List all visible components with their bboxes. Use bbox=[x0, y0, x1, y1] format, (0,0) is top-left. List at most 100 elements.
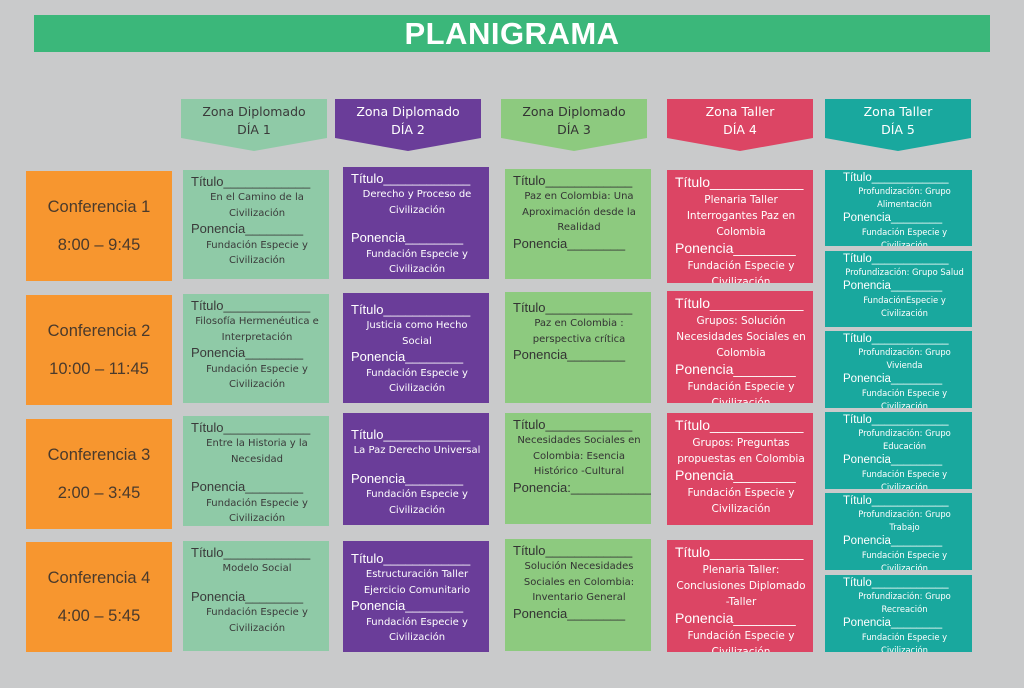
session-speaker: Fundación Especie y Civilización bbox=[206, 239, 308, 267]
ponencia-label: Ponencia bbox=[675, 361, 807, 379]
titulo-label: Título bbox=[191, 420, 323, 436]
session-title: Plenaria Taller Interrogantes Paz en Col… bbox=[686, 193, 796, 239]
session-speaker: Fundación Especie y Civilización bbox=[687, 259, 795, 283]
conference-block-2: Conferencia 2 10:00 – 11:45 bbox=[26, 295, 172, 405]
titulo-label: Título bbox=[513, 543, 645, 559]
session-title: Justicia como Hecho Social bbox=[366, 320, 468, 347]
session-title: Paz en Colombia: Una Aproximación desde … bbox=[522, 191, 636, 234]
session-speaker: Fundación Especie y Civilización bbox=[206, 497, 308, 525]
session-card: Título Entre la Historia y la Necesidad … bbox=[183, 416, 329, 526]
session-title: Entre la Historia y la Necesidad bbox=[206, 438, 308, 465]
titulo-label: Título bbox=[675, 544, 807, 562]
session-card: Título En el Camino de la Civilización P… bbox=[183, 170, 329, 279]
titulo-label: Título bbox=[843, 494, 966, 508]
session-title: Profundización: Grupo Alimentación bbox=[858, 186, 951, 210]
session-title: Derecho y Proceso de Civilización bbox=[362, 189, 472, 216]
titulo-label: Título bbox=[843, 332, 966, 346]
titulo-label: Título bbox=[513, 417, 645, 433]
titulo-label: Título bbox=[351, 551, 483, 567]
session-card: Título Profundización: Grupo Salud Ponen… bbox=[825, 251, 972, 327]
session-speaker: Fundación Especie y Civilización bbox=[861, 549, 948, 570]
conference-time: 8:00 – 9:45 bbox=[57, 236, 141, 254]
titulo-label: Título bbox=[351, 427, 483, 443]
conference-name: Conferencia 2 bbox=[47, 322, 151, 340]
session-card: Título Profundización: Grupo Alimentació… bbox=[825, 170, 972, 246]
session-title: Plenaria Taller: Conclusiones Diplomado … bbox=[676, 563, 806, 609]
ponencia-label: Ponencia bbox=[191, 479, 323, 495]
session-card: Título Paz en Colombia: Una Aproximación… bbox=[505, 169, 651, 279]
ponencia-label: Ponencia bbox=[843, 534, 966, 548]
session-card: Título Solución Necesidades Sociales en … bbox=[505, 539, 651, 651]
conference-block-1: Conferencia 1 8:00 – 9:45 bbox=[26, 171, 172, 281]
session-title: Profundización: Grupo Trabajo bbox=[858, 509, 951, 533]
ponencia-label: Ponencia bbox=[351, 230, 483, 246]
day-label: DÍA 4 bbox=[723, 122, 757, 137]
ponencia-label: Ponencia: bbox=[513, 480, 645, 496]
session-card: Título Estructuración Taller Ejercicio C… bbox=[343, 541, 489, 652]
session-card: Título Plenaria Taller Interrogantes Paz… bbox=[667, 170, 813, 283]
session-card: Título Grupos: Solución Necesidades Soci… bbox=[667, 291, 813, 403]
ponencia-label: Ponencia bbox=[351, 598, 483, 614]
session-speaker: Fundación Especie y Civilización bbox=[366, 616, 468, 644]
ponencia-label: Ponencia bbox=[675, 467, 807, 485]
ponencia-label: Ponencia bbox=[191, 345, 323, 361]
session-card: Título Justicia como Hecho Social Ponenc… bbox=[343, 293, 489, 403]
title-banner: PLANIGRAMA bbox=[34, 15, 990, 52]
titulo-label: Título bbox=[191, 545, 323, 561]
ponencia-label: Ponencia bbox=[843, 453, 966, 467]
session-card: Título Profundización: Grupo Educación P… bbox=[825, 412, 972, 489]
session-card: Título Profundización: Grupo Recreación … bbox=[825, 575, 972, 652]
titulo-label: Título bbox=[675, 174, 807, 192]
ponencia-label: Ponencia bbox=[843, 211, 966, 225]
titulo-label: Título bbox=[843, 171, 966, 185]
conference-time: 2:00 – 3:45 bbox=[57, 484, 141, 502]
ponencia-label: Ponencia bbox=[843, 372, 966, 386]
ponencia-label: Ponencia bbox=[843, 616, 966, 630]
session-speaker: Fundación Especie y Civilización bbox=[687, 629, 795, 652]
conference-name: Conferencia 1 bbox=[47, 198, 151, 216]
titulo-label: Título bbox=[191, 298, 323, 314]
session-card: Título La Paz Derecho Universal Ponencia… bbox=[343, 413, 489, 525]
conference-time: 4:00 – 5:45 bbox=[57, 607, 141, 625]
titulo-label: Título bbox=[351, 171, 483, 187]
session-title: Filosofía Hermenéutica e Interpretación bbox=[195, 316, 319, 343]
session-title: Necesidades Sociales en Colombia: Esenci… bbox=[517, 435, 641, 478]
session-title: Grupos: Preguntas propuestas en Colombia bbox=[677, 436, 805, 465]
ponencia-label: Ponencia bbox=[191, 589, 323, 605]
titulo-label: Título bbox=[513, 173, 645, 189]
ponencia-label: Ponencia bbox=[351, 349, 483, 365]
session-card: Título Paz en Colombia : perspectiva crí… bbox=[505, 292, 651, 403]
ponencia-label: Ponencia bbox=[513, 347, 645, 363]
titulo-label: Título bbox=[843, 413, 966, 427]
session-title: Profundización: Grupo Vivienda bbox=[858, 347, 951, 371]
session-speaker: Fundación Especie y Civilización bbox=[861, 387, 948, 408]
conference-block-4: Conferencia 4 4:00 – 5:45 bbox=[26, 542, 172, 652]
session-speaker: Fundación Especie y Civilización bbox=[861, 226, 948, 246]
session-title: Paz en Colombia : perspectiva crítica bbox=[532, 318, 626, 345]
session-card: Título Filosofía Hermenéutica e Interpre… bbox=[183, 294, 329, 403]
zone-label: Zona Diplomado bbox=[356, 104, 460, 119]
session-speaker: Fundación Especie y Civilización bbox=[687, 486, 795, 515]
day-header-1: Zona Diplomado DÍA 1 bbox=[181, 99, 327, 151]
ponencia-label: Ponencia bbox=[675, 240, 807, 258]
session-title: Profundización: Grupo Recreación bbox=[858, 591, 951, 615]
zone-label: Zona Diplomado bbox=[202, 104, 306, 119]
session-card: Título Profundización: Grupo Trabajo Pon… bbox=[825, 493, 972, 570]
session-speaker: Fundación Especie y Civilización bbox=[687, 380, 795, 403]
session-title: Grupos: Solución Necesidades Sociales en… bbox=[676, 314, 806, 360]
session-speaker: Fundación Especie y Civilización bbox=[861, 468, 948, 489]
ponencia-label: Ponencia bbox=[191, 221, 323, 237]
session-card: Título Grupos: Preguntas propuestas en C… bbox=[667, 413, 813, 525]
session-title: Profundización: Grupo Salud bbox=[845, 267, 964, 278]
titulo-label: Título bbox=[675, 295, 807, 313]
titulo-label: Título bbox=[351, 302, 483, 318]
conference-name: Conferencia 4 bbox=[47, 569, 151, 587]
session-title: Modelo Social bbox=[222, 563, 292, 575]
conference-time: 10:00 – 11:45 bbox=[49, 360, 149, 378]
ponencia-label: Ponencia bbox=[513, 606, 645, 622]
titulo-label: Título bbox=[675, 417, 807, 435]
session-title: Profundización: Grupo Educación bbox=[858, 428, 951, 452]
session-speaker: Fundación Especie y Civilización bbox=[366, 367, 468, 395]
day-header-2: Zona Diplomado DÍA 2 bbox=[335, 99, 481, 151]
zone-label: Zona Diplomado bbox=[522, 104, 626, 119]
